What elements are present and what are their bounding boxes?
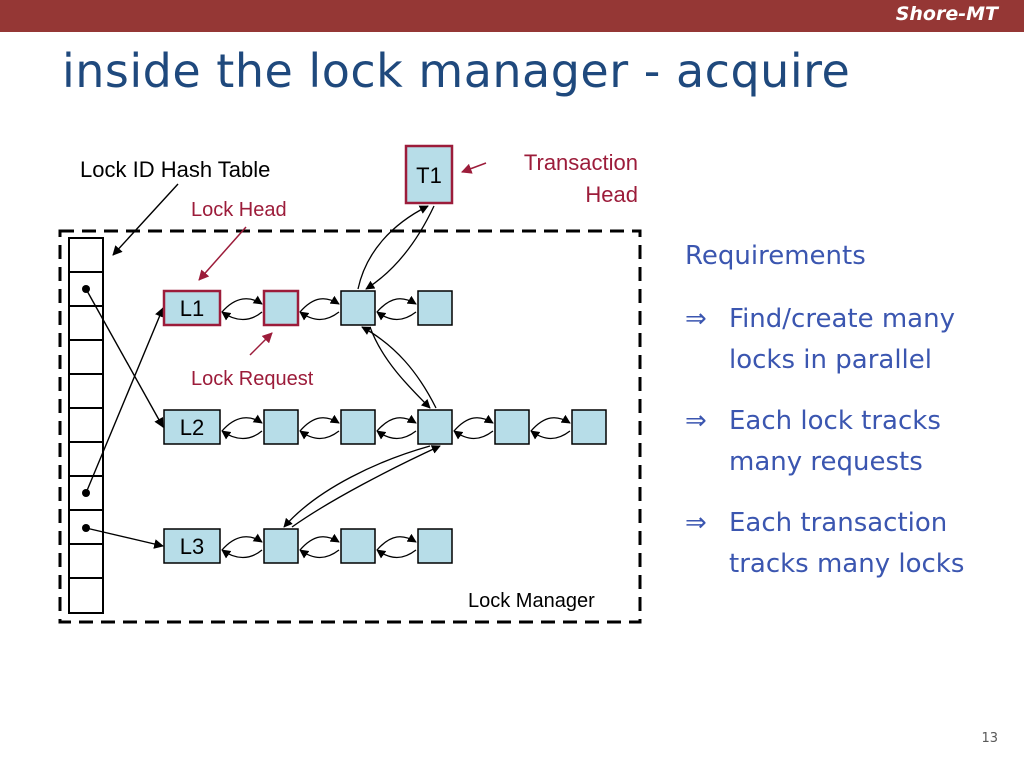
- requirement-line: locks in parallel: [729, 345, 932, 375]
- slide-title: inside the lock manager - acquire: [62, 44, 851, 98]
- lock-manager-boundary: [58, 229, 642, 624]
- request-links-l2: [221, 414, 571, 440]
- brand-logo: Shore-MT: [895, 3, 998, 25]
- lock-head-label: Lock Head: [191, 199, 287, 221]
- page-number: 13: [981, 731, 998, 746]
- lock-request: [340, 528, 376, 564]
- requirements-title: Requirements: [685, 241, 866, 271]
- lock-head-l3: [163, 528, 221, 564]
- lock-label-l1: L1: [179, 296, 205, 321]
- lock-manager-label: Lock Manager: [468, 590, 595, 612]
- request-links-l3: [221, 533, 417, 559]
- lock-request: [263, 528, 299, 564]
- lock-request: [340, 409, 376, 445]
- transaction-head-label: Transaction Head: [488, 147, 638, 211]
- bucket-pointer-l3: [85, 527, 164, 549]
- requirement-item: ⇒ Find/create many locks in parallel: [685, 299, 1005, 381]
- lock-request: [417, 290, 453, 326]
- lock-label-l3: L3: [179, 534, 205, 559]
- bucket-pointer-l1: [85, 307, 165, 494]
- transaction-links: [283, 205, 441, 528]
- transaction-label-t1: T1: [416, 163, 442, 188]
- request-links-l1: [221, 295, 417, 321]
- lock-request-annotation-arrow: [249, 332, 273, 356]
- lock-request: [571, 409, 607, 445]
- transaction-head-t1: [404, 144, 454, 205]
- requirement-text: Each lock tracks many requests: [729, 401, 989, 483]
- requirement-line: many requests: [729, 447, 923, 477]
- lock-request: [417, 409, 453, 445]
- lock-request: [263, 409, 299, 445]
- lock-request-label: Lock Request: [191, 368, 314, 390]
- implies-icon: ⇒: [685, 304, 707, 334]
- lock-label-l2: L2: [179, 415, 205, 440]
- hash-table-label: Lock ID Hash Table: [80, 157, 271, 182]
- hash-table: [68, 237, 104, 614]
- top-bar: [0, 0, 1024, 32]
- transaction-head-annotation-arrow: [461, 162, 487, 174]
- implies-icon: ⇒: [685, 508, 707, 538]
- lock-request: [494, 409, 530, 445]
- requirement-line: tracks many locks: [729, 549, 965, 579]
- lock-head-l1: [162, 289, 222, 327]
- bucket-pointer-l2: [85, 288, 164, 428]
- lock-head-l2: [163, 409, 221, 445]
- requirement-line: Each lock tracks: [729, 406, 941, 436]
- requirement-text: Each transaction tracks many locks: [729, 503, 989, 585]
- requirement-line: Find/create many: [729, 304, 955, 334]
- lock-head-annotation-arrow: [198, 226, 247, 281]
- requirement-line: Each transaction: [729, 508, 948, 538]
- lock-request: [417, 528, 453, 564]
- transaction-head-label-line1: Transaction: [523, 150, 638, 175]
- lock-request: [340, 290, 376, 326]
- transaction-head-label-line2: Head: [585, 182, 638, 207]
- hash-table-pointer: [112, 183, 179, 256]
- requirement-text: Find/create many locks in parallel: [729, 299, 989, 381]
- requirement-item: ⇒ Each lock tracks many requests: [685, 401, 1005, 483]
- implies-icon: ⇒: [685, 406, 707, 436]
- requirement-item: ⇒ Each transaction tracks many locks: [685, 503, 1005, 585]
- lock-request: [262, 289, 300, 327]
